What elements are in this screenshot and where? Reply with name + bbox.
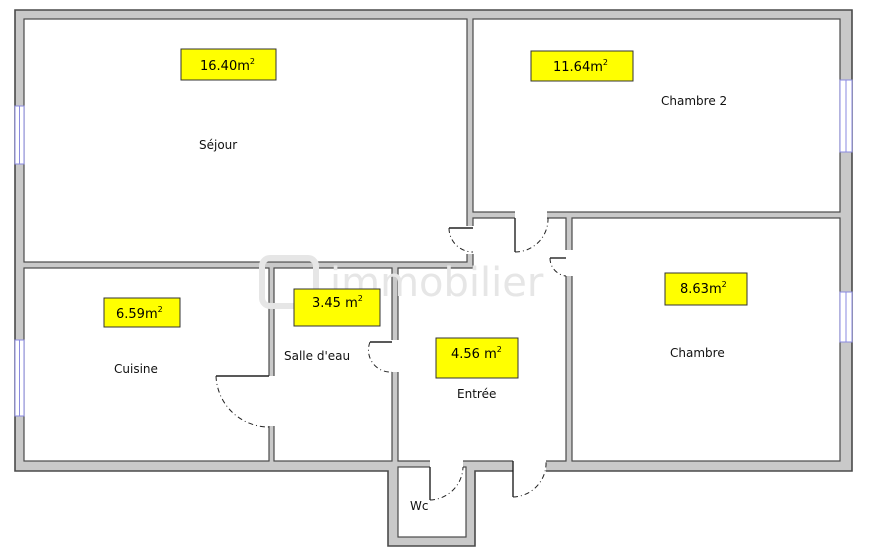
doorway-chambre [564,250,574,276]
area-label-sejour: 16.40m2 [180,48,277,81]
room-name-wc: Wc [410,499,428,513]
area-label-cuisine: 6.59m2 [103,297,181,328]
doorway-salle-eau [390,340,400,372]
door-salle-eau[interactable] [367,341,393,373]
area-sup: 2 [358,294,363,303]
area-value: 6.59m [116,307,158,322]
area-label-salle-eau: 3.45 m2 [293,288,381,327]
area-label-chambre2: 11.64m2 [530,50,634,82]
area-value: 11.64m [553,60,603,75]
svg-text:6.59m2: 6.59m2 [116,305,163,322]
door-wc[interactable] [429,466,464,501]
room-name-sejour: Séjour [199,138,237,152]
window-sejour [14,105,25,165]
area-sup: 2 [158,305,163,314]
doorway-chambre2 [515,210,547,220]
area-value: 16.40m [200,59,250,74]
room-name-salle-eau: Salle d'eau [284,349,350,363]
room-chambre2[interactable] [472,18,841,213]
room-name-chambre2: Chambre 2 [661,94,727,108]
window-chambre [839,291,853,343]
svg-text:3.45 m2: 3.45 m2 [312,294,363,311]
area-sup: 2 [250,57,255,66]
area-sup: 2 [497,345,502,354]
door-chambre2[interactable] [514,217,549,253]
door-entrance[interactable] [512,460,547,498]
area-sup: 2 [722,280,727,289]
area-value: 3.45 m [312,296,358,311]
room-chambre[interactable] [571,217,841,462]
area-label-entree: 4.56 m2 [435,337,519,379]
door-chambre[interactable] [549,257,567,277]
room-name-cuisine: Cuisine [114,362,158,376]
doorway-wc [430,459,463,469]
doorway-cuisine [267,376,276,426]
area-label-chambre: 8.63m2 [664,272,748,306]
svg-text:11.64m2: 11.64m2 [553,58,608,75]
area-value: 4.56 m [451,347,497,362]
window-cuisine [14,339,25,417]
doorway-entrance [513,459,546,473]
area-value: 8.63m [680,282,722,297]
svg-text:8.63m2: 8.63m2 [680,280,727,297]
door-sejour[interactable] [448,227,474,253]
room-name-entree: Entrée [457,387,496,401]
svg-text:4.56 m2: 4.56 m2 [451,345,502,362]
window-chambre2 [839,79,853,153]
svg-text:16.40m2: 16.40m2 [200,57,255,74]
room-wc[interactable] [397,466,467,538]
room-name-chambre: Chambre [670,346,725,360]
door-cuisine[interactable] [215,375,270,428]
watermark: immobilier [259,255,544,309]
doorway-sejour [465,226,475,254]
area-sup: 2 [603,58,608,67]
